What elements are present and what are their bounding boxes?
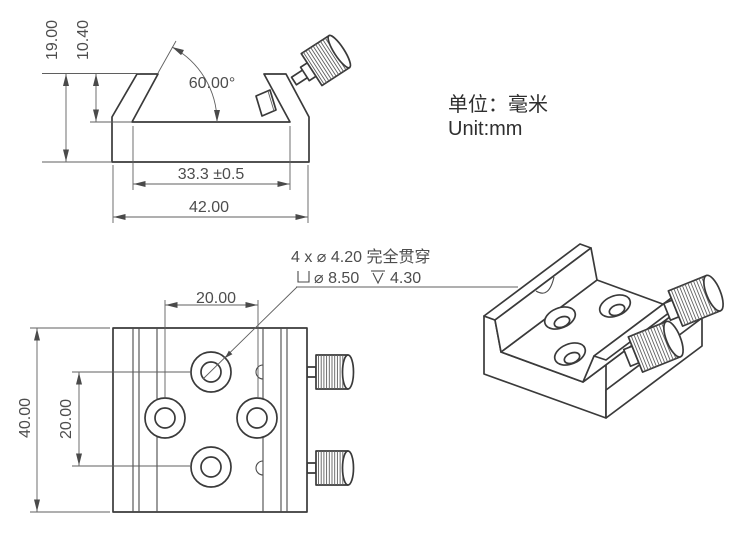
iso-thumbscrew-upper-icon xyxy=(662,274,724,327)
leader-line xyxy=(202,286,298,380)
hole-right-bore xyxy=(246,407,268,429)
screw-stem xyxy=(306,366,317,378)
thumbscrew-plan-upper-icon xyxy=(306,354,355,390)
screw-hole-arc-lower xyxy=(255,460,264,476)
extension-line xyxy=(157,40,177,74)
screw-end-cap xyxy=(702,274,724,312)
units-note-zh: 单位：毫米 xyxy=(448,93,548,116)
iso-hole-bore xyxy=(608,303,626,317)
iso-wall-notch xyxy=(535,276,555,294)
dim-text-groove-depth: 10.40 xyxy=(75,20,92,60)
clamp-body-outline xyxy=(111,73,310,163)
dim-text-hole-spacing-horizontal: 20.00 xyxy=(196,290,236,307)
dim-overall-length: 40.00 xyxy=(17,327,110,513)
dim-text-dovetail-angle: 60.00° xyxy=(189,75,235,92)
iso-holes xyxy=(543,294,632,366)
hole-left-bore xyxy=(154,407,176,429)
hole-top-bore xyxy=(200,361,222,383)
dim-text-overall-width: 42.00 xyxy=(189,199,229,216)
clamp-pad xyxy=(255,89,277,117)
dim-overall-height: 19.00 xyxy=(42,20,140,163)
dim-groove-depth: 10.40 xyxy=(75,20,131,123)
units-note: 单位：毫米 Unit:mm xyxy=(448,93,548,140)
hole-callout: 4 x ⌀ 4.20 完全贯穿 ⌀ 8.50 4.30 xyxy=(202,248,518,380)
dim-hole-spacing-vertical: 20.00 xyxy=(58,371,190,467)
counterbore-icon xyxy=(297,271,310,283)
isometric-view xyxy=(483,243,724,419)
iso-thumbscrew-lower-icon xyxy=(622,320,684,373)
dim-groove-width: 33.3 ±0.5 xyxy=(132,126,291,190)
front-view: 19.00 10.40 60.00° 33.3 ±0.5 42.00 xyxy=(42,20,352,223)
depth-icon xyxy=(371,270,385,285)
callout-counterbore-depth: 4.30 xyxy=(390,270,421,287)
screw-end-cap xyxy=(341,354,355,390)
knurl-hatching xyxy=(318,355,344,389)
angle-arc xyxy=(171,46,220,123)
screw-end-cap xyxy=(662,320,684,358)
screw-stem xyxy=(306,462,317,474)
iso-back-wall-inner-face xyxy=(494,247,598,353)
callout-counterbore-dia: ⌀ 8.50 xyxy=(314,270,359,287)
knurl-hatching xyxy=(318,451,344,485)
dim-text-overall-height: 19.00 xyxy=(44,20,61,60)
screw-hole-arc-upper xyxy=(255,364,264,380)
dim-text-hole-spacing-vertical: 20.00 xyxy=(58,399,75,439)
thumbscrew-front-icon xyxy=(290,34,352,87)
dim-overall-width: 42.00 xyxy=(112,165,309,223)
callout-line1: 4 x ⌀ 4.20 完全贯穿 xyxy=(291,248,430,266)
screw-end-cap xyxy=(341,450,355,486)
leader-arrowhead xyxy=(225,350,233,358)
top-view: 40.00 20.00 20.00 4 x ⌀ 4.20 完全贯穿 ⌀ 8.50 xyxy=(17,248,518,513)
dim-text-groove-width: 33.3 ±0.5 xyxy=(178,166,245,183)
iso-hole-bore xyxy=(563,351,581,365)
hole-bottom-bore xyxy=(200,456,222,478)
thumbscrew-plan-lower-icon xyxy=(306,450,355,486)
counterbored-holes xyxy=(144,351,278,488)
clamp-pad-edge xyxy=(267,90,275,112)
dim-dovetail-angle: 60.00° xyxy=(157,40,235,123)
dim-hole-spacing-horizontal: 20.00 xyxy=(164,290,259,397)
iso-hole-bore xyxy=(553,315,571,329)
knurl-hatching xyxy=(630,323,677,372)
units-note-en: Unit:mm xyxy=(448,118,522,140)
dim-text-overall-length: 40.00 xyxy=(17,398,34,438)
screw-end-cap xyxy=(327,34,352,69)
